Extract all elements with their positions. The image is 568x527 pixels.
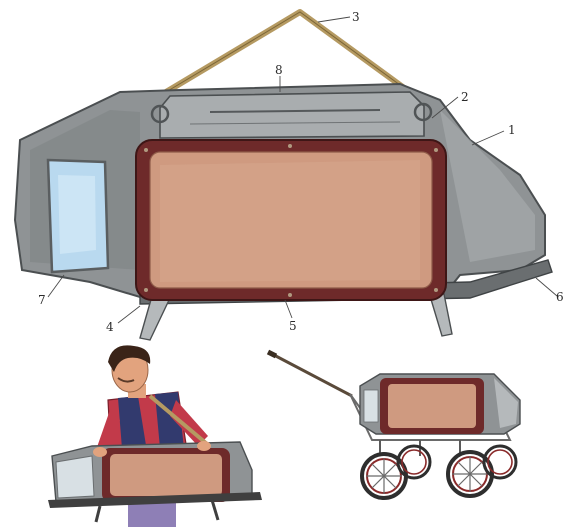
- callout-8: 8: [275, 63, 283, 77]
- callout-3: 3: [352, 10, 360, 24]
- person-carrying-illustration: [48, 345, 262, 527]
- callout-7: 7: [38, 293, 46, 307]
- carriage-wheels: [362, 446, 516, 498]
- callout-2: 2: [461, 90, 469, 104]
- carriage-illustration: [268, 352, 520, 498]
- callout-1: 1: [508, 123, 516, 137]
- incubator-main: 3 8 2 1 6 5 4 7: [15, 10, 564, 340]
- callout-6: 6: [556, 290, 564, 304]
- callout-4: 4: [106, 320, 114, 334]
- top-lid: [160, 92, 424, 138]
- callout-5: 5: [289, 319, 297, 333]
